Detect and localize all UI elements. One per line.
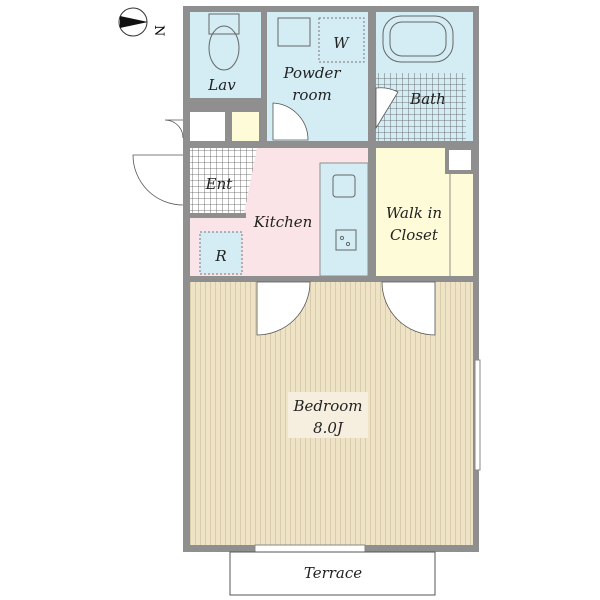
- storage: [232, 112, 259, 141]
- shoe-closet: [190, 112, 225, 141]
- washbasin-icon: [277, 17, 311, 47]
- entrance-label: Ent: [205, 175, 234, 193]
- terrace-window: [254, 544, 366, 553]
- washer-space: [318, 17, 365, 63]
- refrigerator-label: R: [214, 247, 226, 265]
- stove-icon: [335, 229, 357, 251]
- closet-label-1: Walk in: [386, 204, 442, 222]
- side-window: [474, 359, 481, 471]
- kitchen-label: Kitchen: [253, 213, 313, 231]
- refrigerator-space: [199, 231, 243, 275]
- lav-label: Lav: [207, 76, 236, 94]
- doors: [132, 87, 436, 336]
- bathtub-icon: [382, 15, 454, 63]
- compass-label: N: [151, 25, 166, 36]
- bedroom-label-bg: [288, 392, 368, 438]
- terrace: [229, 551, 436, 596]
- toilet-icon: [208, 25, 240, 71]
- washer-label: W: [333, 34, 350, 52]
- toilet-tank: [208, 13, 240, 35]
- sink-icon: [332, 174, 356, 198]
- entrance-area: [190, 148, 257, 213]
- bedroom-label: Bedroom: [293, 397, 363, 415]
- powder-label-1: Powder: [282, 64, 341, 82]
- powder-label-2: room: [292, 86, 331, 104]
- terrace-label: Terrace: [304, 564, 362, 582]
- kitchen-counter: [319, 162, 369, 277]
- north-arrow-icon: N: [118, 7, 166, 37]
- bedroom-size: 8.0J: [313, 419, 344, 437]
- bath-label: Bath: [409, 90, 446, 108]
- closet-label-2: Closet: [390, 226, 439, 244]
- bath-tiles: [376, 73, 466, 141]
